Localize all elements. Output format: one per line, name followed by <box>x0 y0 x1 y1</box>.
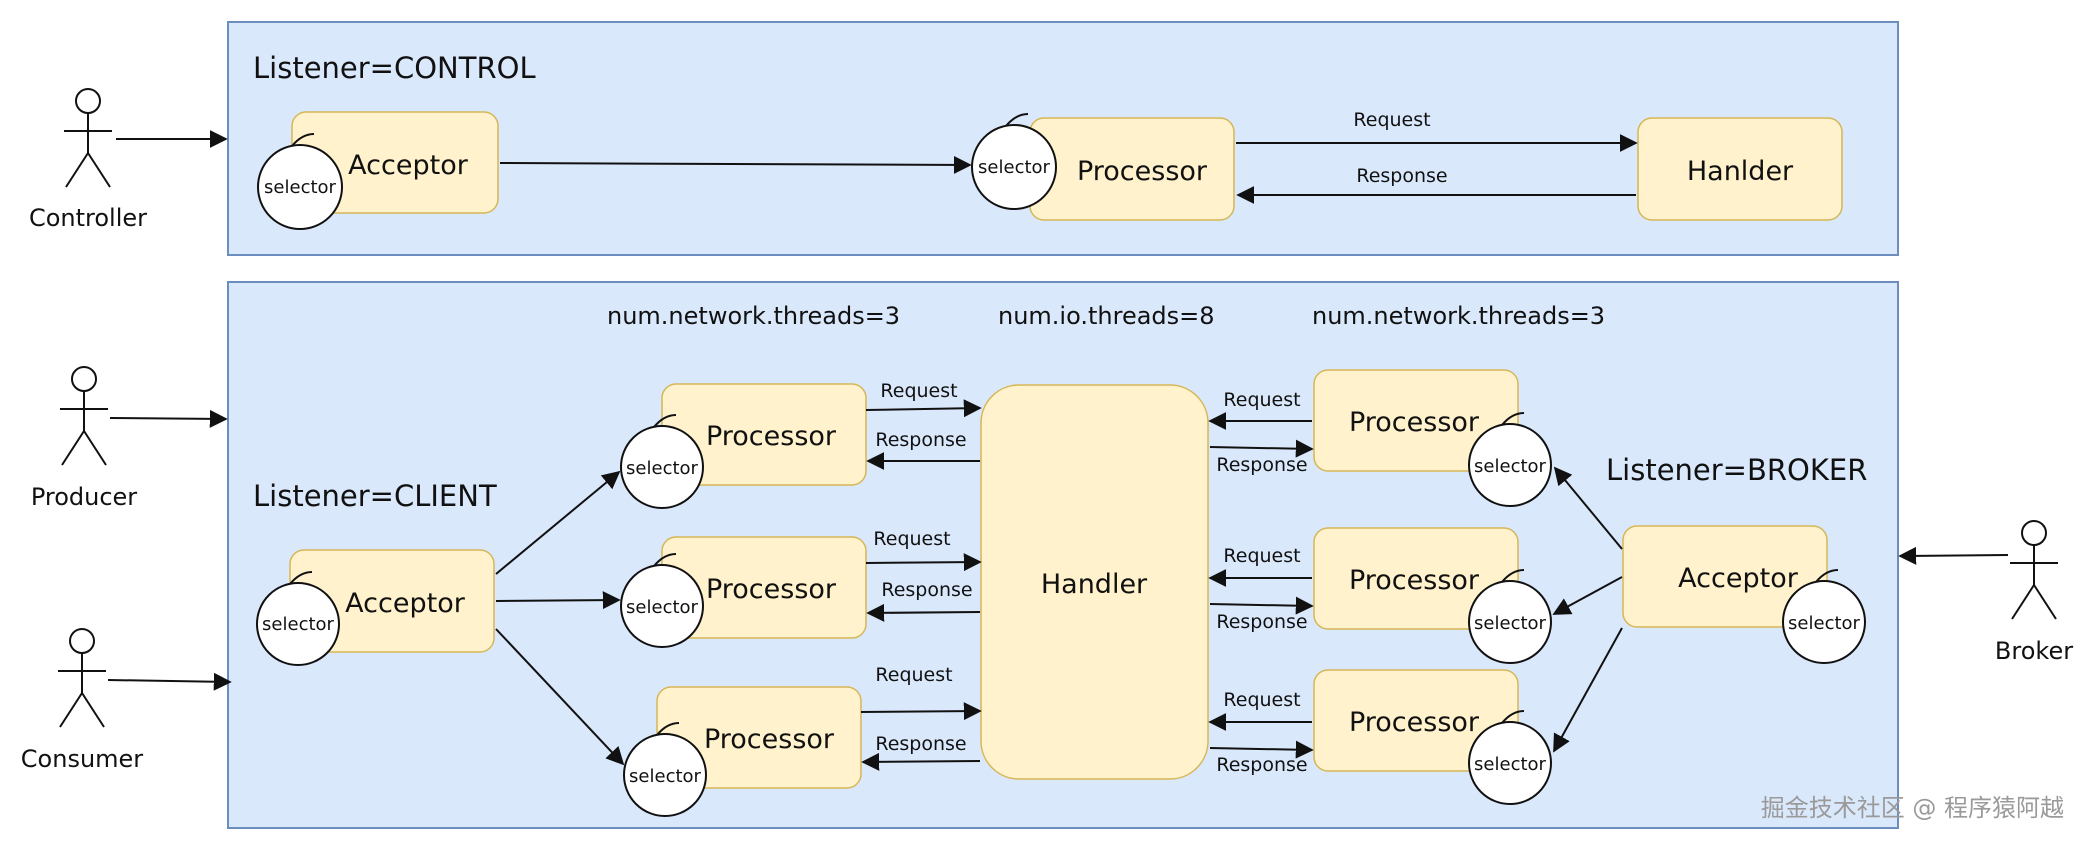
broker-actor-label: Broker <box>1995 637 2073 665</box>
client-processor-3-label: Processor <box>704 724 835 755</box>
selector-curl-icon <box>289 571 313 585</box>
client-response-1-label: Response <box>875 429 966 451</box>
control-acceptor-selector <box>257 144 343 230</box>
control-processor-label: Processor <box>1077 156 1208 187</box>
broker-response-2-arrow <box>1209 596 1314 615</box>
client-acceptor-to-processor-2-arrow <box>495 591 621 610</box>
control-acceptor-selector-label: selector <box>264 177 336 198</box>
client-processor-1-selector-label: selector <box>626 458 698 479</box>
broker-processor-1-label: Processor <box>1349 407 1480 438</box>
broker-processor-3-label: Processor <box>1349 707 1480 738</box>
client-request-2-label: Request <box>873 528 950 550</box>
control-handler-label: Hanlder <box>1687 156 1794 187</box>
broker-request-3-label: Request <box>1223 689 1300 711</box>
client-listener-title: Listener=CLIENT <box>253 479 497 513</box>
producer-actor-label: Producer <box>31 483 137 511</box>
controller-actor-icon <box>64 88 112 188</box>
broker-processor-1-selector-label: selector <box>1474 456 1546 477</box>
control-processor-selector <box>971 124 1057 210</box>
broker-acceptor-box <box>1622 525 1828 628</box>
consumer-to-client-listener-arrow <box>107 672 232 691</box>
broker-processor-2-label: Processor <box>1349 565 1480 596</box>
control-processor-selector-label: selector <box>978 157 1050 178</box>
control-request-label: Request <box>1353 109 1430 131</box>
client-response-3-label: Response <box>875 733 966 755</box>
control-acceptor-to-processor-arrow <box>499 155 972 174</box>
broker-listener-title: Listener=BROKER <box>1606 453 1867 487</box>
producer-to-client-listener-arrow <box>109 409 228 428</box>
client-acceptor-to-processor-3-arrow <box>495 628 625 766</box>
client-network-threads: num.network.threads=3 <box>607 302 900 330</box>
selector-curl-icon <box>653 553 677 567</box>
client-request-3-label: Request <box>875 664 952 686</box>
broker-acceptor-to-processor-2-arrow <box>1552 576 1623 615</box>
client-request-1-arrow <box>865 399 982 418</box>
control-acceptor-label: Acceptor <box>348 150 469 181</box>
client-response-3-arrow <box>861 752 981 771</box>
client-processor-2-label: Processor <box>706 574 837 605</box>
broker-processor-1-selector <box>1468 423 1552 507</box>
client-processor-2-selector-label: selector <box>626 597 698 618</box>
broker-request-2-label: Request <box>1223 545 1300 567</box>
broker-response-1-arrow <box>1209 439 1314 458</box>
selector-curl-icon <box>291 133 315 147</box>
selector-curl-icon <box>1005 113 1029 127</box>
consumer-actor-label: Consumer <box>21 745 144 773</box>
client-processor-3-selector <box>623 733 707 817</box>
selector-curl-icon <box>1501 412 1525 426</box>
client-acceptor-to-processor-1-arrow <box>495 470 621 575</box>
selector-curl-icon <box>653 414 677 428</box>
client-response-2-arrow <box>866 603 981 622</box>
client-response-2-label: Response <box>881 579 972 601</box>
broker-processor-3-selector-label: selector <box>1474 754 1546 775</box>
broker-processor-2-box <box>1313 527 1519 630</box>
io-threads: num.io.threads=8 <box>998 302 1215 330</box>
broker-processor-2-selector <box>1468 580 1552 664</box>
selector-curl-icon <box>1501 569 1525 583</box>
broker-processor-3-box <box>1313 669 1519 772</box>
client-request-1-label: Request <box>880 380 957 402</box>
broker-response-1-label: Response <box>1216 454 1307 476</box>
selector-curl-icon <box>1815 569 1839 583</box>
client-processor-2-selector <box>620 564 704 648</box>
broker-acceptor-selector-label: selector <box>1788 613 1860 634</box>
consumer-actor-icon <box>58 628 106 728</box>
broker-processor-2-selector-label: selector <box>1474 613 1546 634</box>
client-acceptor-selector <box>256 582 340 666</box>
broker-actor-icon <box>2010 520 2058 620</box>
client-request-3-arrow <box>860 702 982 721</box>
client-processor-1-selector <box>620 425 704 509</box>
broker-processor-3-selector <box>1468 721 1552 805</box>
controller-actor-label: Controller <box>29 204 147 232</box>
broker-response-3-arrow <box>1209 740 1314 759</box>
selector-curl-icon <box>1501 710 1525 724</box>
broker-processor-1-box <box>1313 369 1519 472</box>
broker-acceptor-label: Acceptor <box>1678 563 1799 594</box>
broker-acceptor-selector <box>1782 580 1866 664</box>
watermark: 掘金技术社区 @ 程序猿阿越 <box>1761 794 2064 822</box>
broker-request-1-label: Request <box>1223 389 1300 411</box>
io-handler-box <box>980 384 1209 780</box>
producer-actor-icon <box>60 366 108 466</box>
client-request-2-arrow <box>865 553 982 572</box>
client-processor-3-selector-label: selector <box>629 766 701 787</box>
io-handler-label: Handler <box>1041 569 1148 600</box>
client-acceptor-label: Acceptor <box>345 588 466 619</box>
client-processor-1-label: Processor <box>706 421 837 452</box>
control-listener-title: Listener=CONTROL <box>253 51 536 85</box>
broker-response-2-label: Response <box>1216 611 1307 633</box>
broker-acceptor-to-processor-1-arrow <box>1553 466 1623 550</box>
broker-response-3-label: Response <box>1216 754 1307 776</box>
control-response-label: Response <box>1356 165 1447 187</box>
selector-curl-icon <box>656 722 680 736</box>
client-acceptor-selector-label: selector <box>262 614 334 635</box>
broker-acceptor-to-processor-3-arrow <box>1553 627 1623 753</box>
control-handler-box <box>1637 117 1843 221</box>
broker-to-broker-listener-arrow <box>1898 546 2009 565</box>
broker-network-threads: num.network.threads=3 <box>1312 302 1605 330</box>
